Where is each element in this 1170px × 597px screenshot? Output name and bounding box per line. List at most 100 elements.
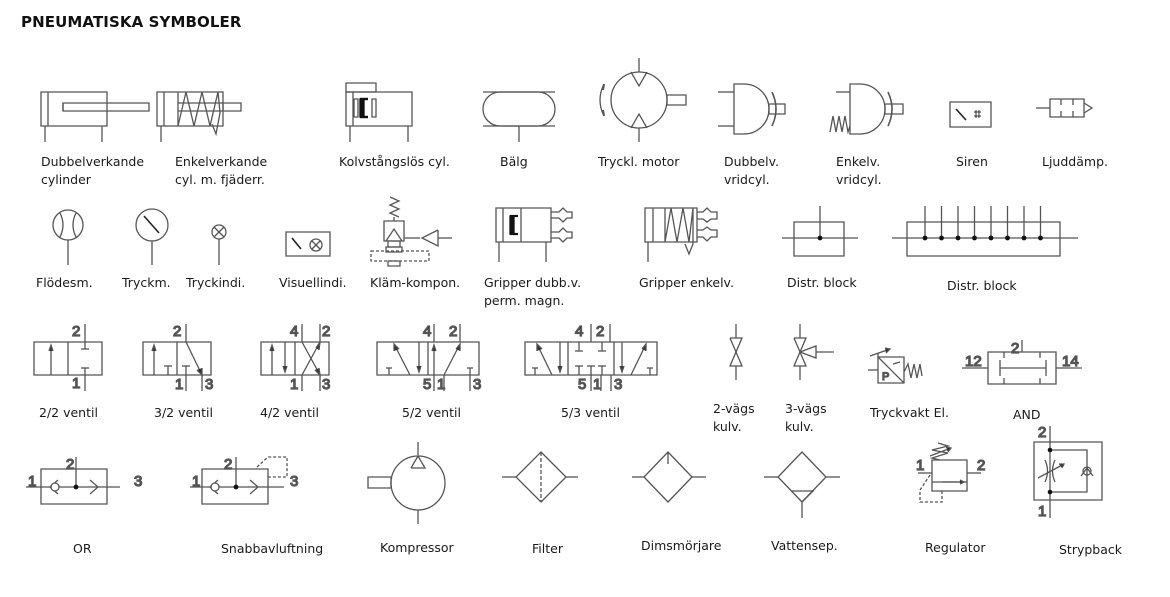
symbol-label: 3/2 ventil [154, 405, 213, 420]
single-acting-rotary-cylinder-icon [820, 80, 910, 140]
water-separator-icon [762, 450, 842, 520]
valve-5-2-icon: 4 2 5 1 3 [374, 322, 482, 394]
symbol-label: Filter [532, 541, 563, 556]
single-acting-gripper-icon [643, 204, 738, 270]
valve-3-2-icon: 2 1 3 [140, 322, 214, 394]
port-label: 1 [72, 375, 80, 392]
symbol-label: Dubbelv.vridcyl. [724, 154, 779, 187]
port-label: 4 [575, 323, 583, 340]
clamping-component-icon [368, 193, 458, 271]
port-label: 12 [965, 353, 982, 370]
symbol-label: Dimsmörjare [641, 538, 722, 553]
symbol-label: Vattensep. [771, 538, 838, 553]
valve-5-3-icon: 4 2 5 1 3 [522, 322, 662, 394]
symbol-label: 5/2 ventil [402, 405, 461, 420]
and-valve-icon: 2 12 14 [960, 339, 1085, 398]
pressure-regulator-icon: 1 2 [915, 440, 986, 515]
port-label: 14 [1062, 353, 1079, 370]
silencer-icon [1034, 94, 1100, 124]
port-label: 1 [192, 473, 200, 490]
port-label: 4 [290, 323, 298, 340]
symbol-label: Regulator [925, 540, 986, 555]
single-acting-spring-return-cylinder-icon [156, 88, 291, 148]
double-acting-rotary-cylinder-icon [716, 80, 796, 140]
symbol-label: Tryckl. motor [598, 154, 680, 169]
port-label: 2 [1038, 424, 1046, 441]
symbol-label: Siren [956, 154, 988, 169]
symbol-label: 4/2 ventil [260, 405, 319, 420]
lubricator-icon [630, 450, 710, 510]
symbol-label: Tryckm. [122, 275, 171, 290]
rodless-cylinder-icon [342, 80, 432, 148]
distribution-block-single-icon [780, 204, 862, 268]
port-label: 3 [134, 473, 142, 490]
distribution-tap-dot [955, 235, 961, 241]
visual-indicator-icon [284, 230, 334, 260]
distribution-tap-dot [939, 235, 944, 241]
pressure-indicator-icon [204, 220, 234, 272]
symbol-label: 5/3 ventil [561, 405, 620, 420]
or-valve-icon: 2 1 3 [24, 455, 143, 515]
distribution-block-multi-icon [890, 204, 1080, 268]
symbol-label: Kolvstångslös cyl. [339, 154, 450, 169]
two-way-ball-valve-icon [724, 322, 748, 384]
symbol-label: Tryckvakt El. [870, 405, 949, 420]
symbol-label: Tryckindi. [186, 275, 246, 290]
symbol-label: Enkelv.vridcyl. [836, 154, 882, 187]
port-label: 1 [916, 457, 924, 474]
port-label: 3 [614, 376, 622, 393]
symbol-label: OR [73, 541, 92, 556]
port-label: 2 [977, 457, 985, 474]
port-label: 5 [423, 376, 431, 393]
valve-2-2-icon: 2 1 [30, 322, 115, 393]
distribution-tap-dot [1005, 235, 1010, 241]
port-label: 3 [473, 376, 481, 393]
pressure-letter: P [882, 371, 889, 383]
distribution-tap-dot [922, 235, 928, 241]
port-label: 2 [449, 323, 457, 340]
port-label: 1 [28, 473, 36, 490]
port-label: 2 [224, 456, 232, 473]
pneumatic-motor-icon [594, 56, 694, 146]
distribution-tap-dot [972, 235, 977, 241]
symbol-label: Gripper enkelv. [639, 275, 734, 290]
symbol-label: Kläm-kompon. [370, 275, 461, 290]
double-acting-cylinder-icon [40, 88, 155, 148]
double-acting-gripper-magnet-icon [494, 200, 584, 272]
flow-control-check-valve-icon: 2 1 [1030, 423, 1110, 521]
port-label: 3 [205, 376, 213, 393]
symbol-label: 2/2 ventil [39, 405, 98, 420]
valve-4-2-icon: 4 2 1 3 [258, 322, 331, 394]
symbol-label: Flödesm. [36, 275, 93, 290]
pressure-gauge-icon [130, 205, 174, 273]
symbol-label: Distr. block [947, 278, 1017, 293]
port-label: 1 [175, 376, 183, 393]
symbol-label: Strypback [1059, 542, 1123, 557]
port-label: 2 [322, 323, 330, 340]
port-label: 4 [423, 323, 431, 340]
flow-meter-icon [48, 205, 88, 273]
compressor-icon [366, 440, 456, 530]
page-title: PNEUMATISKA SYMBOLER [21, 13, 242, 31]
siren-icon [948, 100, 994, 130]
symbol-label: Kompressor [380, 540, 454, 555]
symbol-label: Distr. block [787, 275, 857, 290]
distribution-tap-dot [1021, 235, 1027, 241]
distribution-tap-dot [1038, 235, 1043, 241]
three-way-ball-valve-icon [788, 322, 840, 384]
port-label: 5 [578, 376, 586, 393]
port-label: 2 [1011, 340, 1019, 357]
electric-pressure-switch-icon: P [866, 342, 938, 384]
port-label: 1 [593, 376, 601, 393]
distribution-tap-dot [988, 235, 994, 241]
filter-icon [500, 450, 580, 510]
symbol-label: Bälg [500, 154, 528, 169]
port-label: 2 [66, 456, 74, 473]
port-label: 3 [290, 473, 298, 490]
port-label: 2 [173, 323, 181, 340]
port-label: 1 [437, 376, 445, 393]
symbol-label: Ljuddämp. [1042, 154, 1108, 169]
